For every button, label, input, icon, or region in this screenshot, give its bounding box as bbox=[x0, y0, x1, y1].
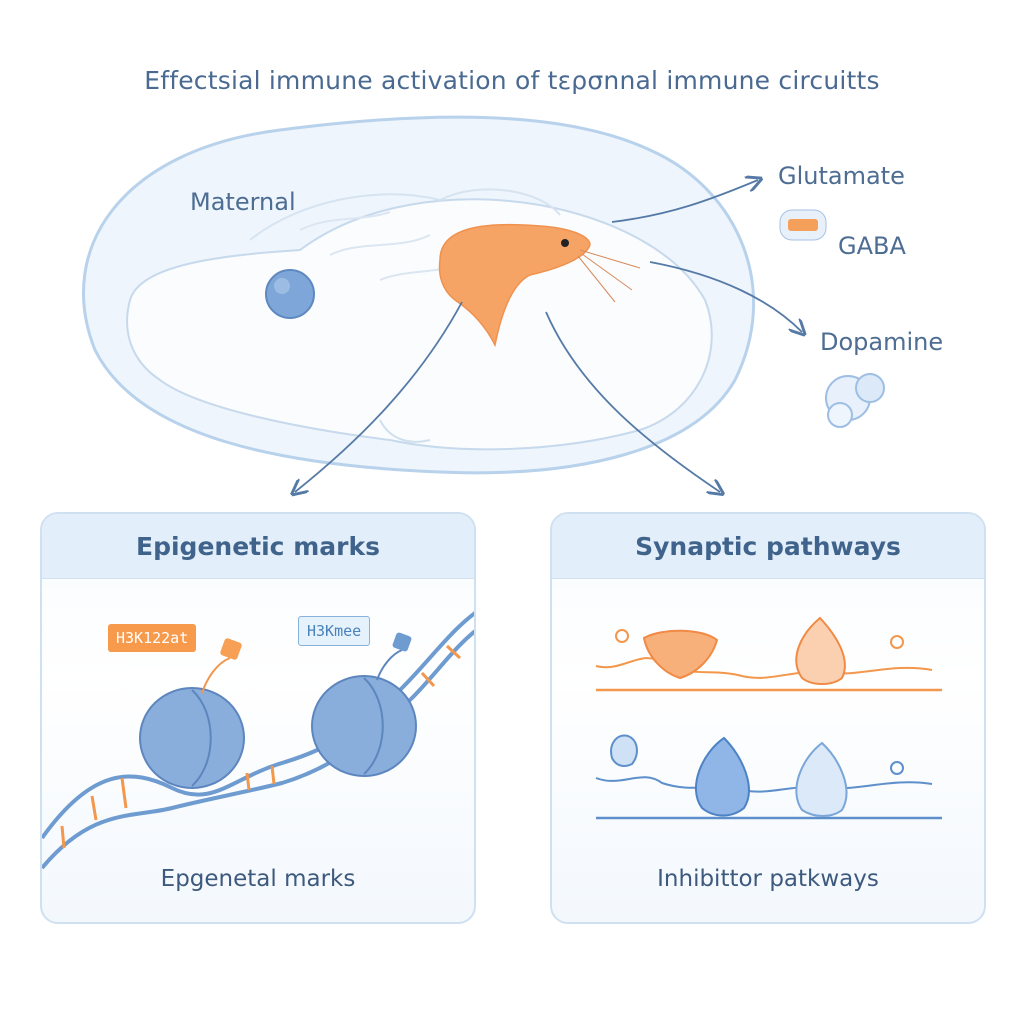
glutamate-receptor-icon bbox=[779, 209, 827, 241]
immune-cell-sphere bbox=[265, 269, 315, 319]
arrow-to-dopamine bbox=[649, 261, 802, 332]
gaba-label: GABA bbox=[838, 232, 906, 260]
fetus-head bbox=[438, 223, 591, 348]
maternal-brain-scene bbox=[82, 115, 885, 520]
epigenetic-panel-footer: Epgenetal marks bbox=[160, 866, 356, 892]
maternal-label: Maternal bbox=[190, 188, 296, 216]
synaptic-panel: Synaptic pathways Inhibittor patkways bbox=[550, 512, 986, 924]
excitatory-synapse-1 bbox=[642, 629, 719, 680]
arrow-to-epigenetic bbox=[295, 301, 463, 492]
nucleosome-right bbox=[311, 675, 417, 777]
nucleosome-left bbox=[139, 687, 245, 789]
glutamate-label: Glutamate bbox=[778, 162, 905, 190]
inhibitory-synapse-3 bbox=[795, 741, 848, 817]
synaptic-panel-footer: Inhibittor patkways bbox=[657, 866, 879, 892]
arrow-to-glutamate bbox=[611, 180, 758, 223]
excitatory-synapse-2 bbox=[795, 616, 846, 685]
epigenetic-panel: Epigenetic marks H3K122at H3Kmee Epgenet… bbox=[40, 512, 476, 924]
inhibitory-synapse-2 bbox=[694, 736, 750, 817]
epigenetic-panel-header: Epigenetic marks bbox=[42, 514, 474, 579]
dopamine-label: Dopamine bbox=[820, 328, 944, 356]
dna-nucleosome-illustration bbox=[42, 611, 474, 870]
diagram-title: Effectsial immune activation of tερσnnal… bbox=[144, 66, 880, 95]
acetylation-tag: H3K122at bbox=[108, 624, 197, 652]
arrow-to-synaptic bbox=[545, 311, 720, 492]
inhibitory-synapse-1 bbox=[610, 734, 638, 767]
dopamine-molecule-icon bbox=[825, 373, 885, 428]
synaptic-panel-header: Synaptic pathways bbox=[552, 514, 984, 579]
synapse-illustration bbox=[595, 616, 942, 820]
methylation-tag: H3Kmee bbox=[298, 616, 371, 646]
